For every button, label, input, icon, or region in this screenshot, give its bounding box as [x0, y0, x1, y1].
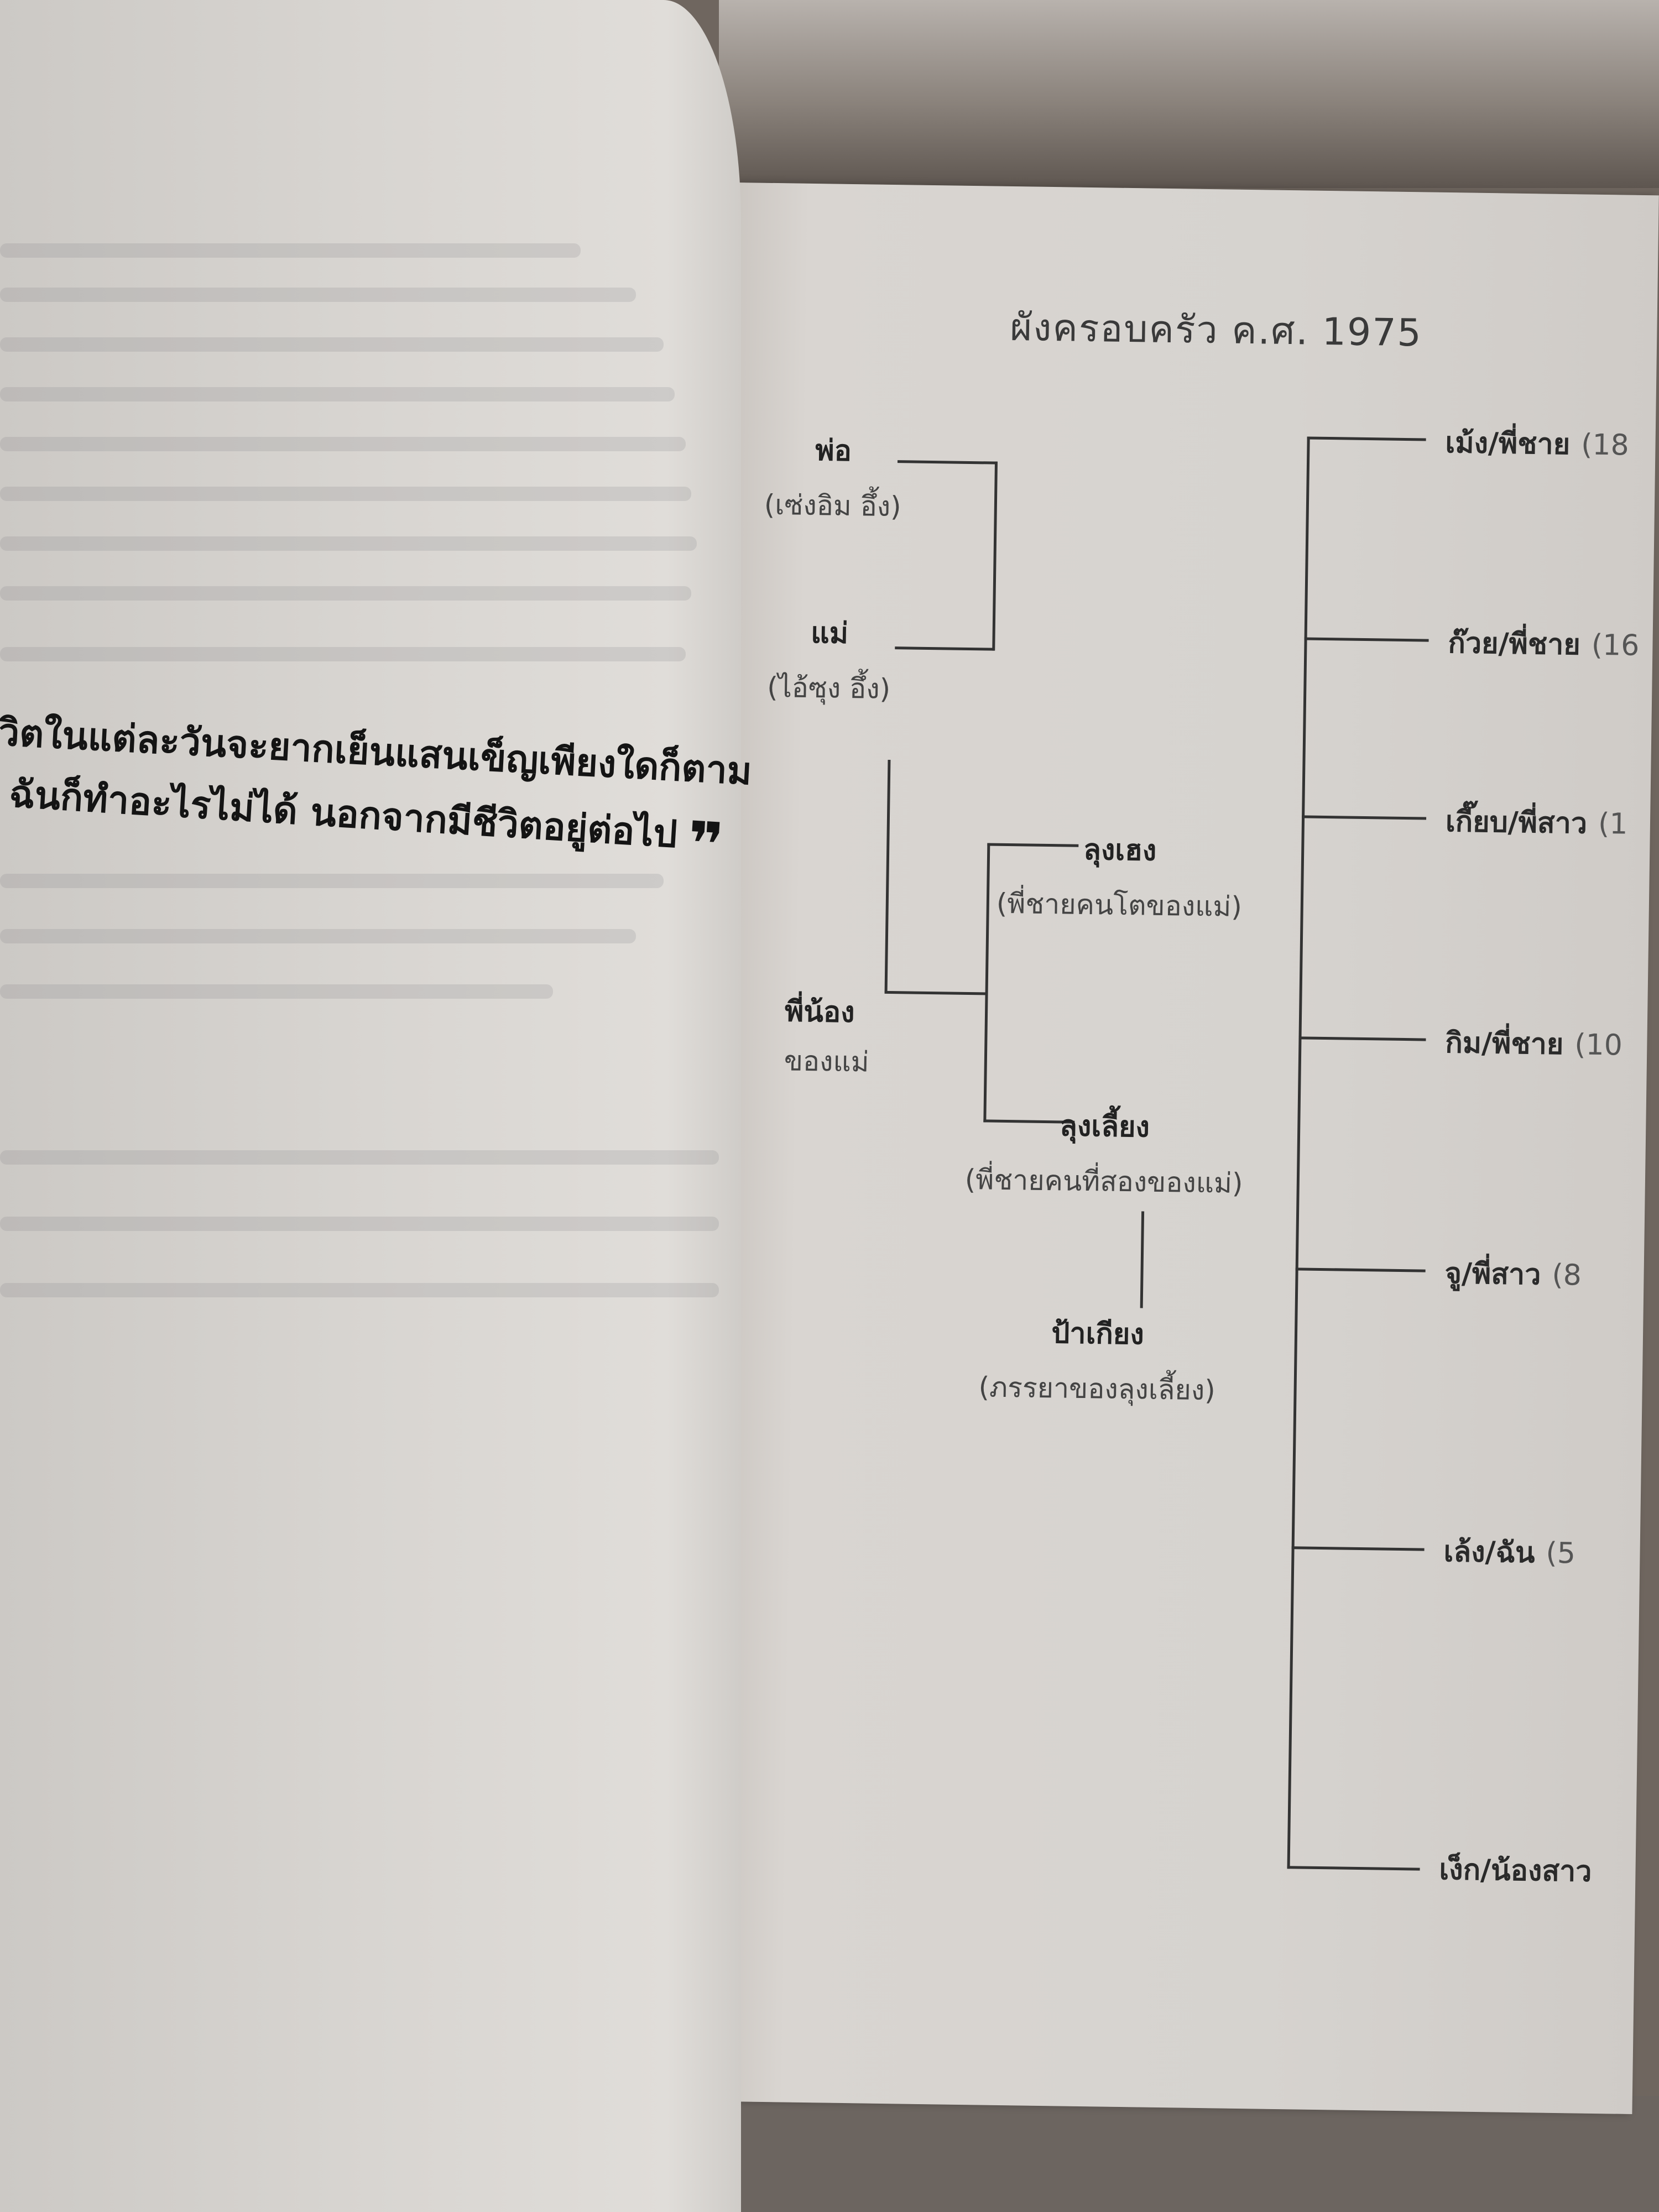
connector-child-7 [1287, 1866, 1420, 1871]
child-item: กิม/พี่ชาย (10 [1445, 1019, 1623, 1067]
father-name: (เซ่งอิม อึ้ง) [764, 488, 902, 523]
child-age: (1 [1598, 807, 1628, 841]
connector-mother [895, 646, 995, 651]
child-age: (8 [1552, 1258, 1582, 1292]
node-uncle-heng: ลุงเฮง (พี่ชายคนโตของแม่) [996, 825, 1243, 929]
child-name: เกี๊ยบ/พี่สาว [1445, 805, 1588, 841]
connector-child-3 [1302, 815, 1427, 820]
table-surface-bottom [719, 2096, 1659, 2212]
mother-name: (ไอ้ซุง อึ้ง) [766, 671, 891, 705]
uncle1-desc: (พี่ชายคนโตของแม่) [996, 887, 1243, 923]
child-name: ก๊วย/พี่ชาย [1448, 627, 1581, 662]
node-father: พ่อ (เซ่งอิม อึ้ง) [764, 426, 902, 529]
connector-child-4 [1298, 1036, 1426, 1041]
bleed-through-text [0, 337, 664, 352]
bleed-through-text [0, 1283, 719, 1297]
connector-siblings-horizontal [884, 990, 987, 995]
connector-father [897, 460, 997, 465]
child-name: จู/พี่สาว [1444, 1257, 1541, 1292]
bleed-through-text [0, 243, 581, 258]
node-aunt-kiang: ป้าเกียง (ภรรยาของลุงเลี้ยง) [978, 1308, 1217, 1412]
bleed-through-text [0, 647, 686, 661]
node-mothers-siblings: พี่น้อง ของแม่ [784, 988, 870, 1084]
child-item: เล้ง/ฉัน (5 [1443, 1528, 1576, 1575]
bleed-through-text [0, 536, 697, 551]
siblings-label-line1: พี่น้อง [784, 995, 855, 1030]
bleed-through-text [0, 586, 691, 601]
child-item: เกี๊ยบ/พี่สาว (1 [1445, 798, 1628, 847]
bleed-through-text [0, 1150, 719, 1165]
child-name: เม้ง/พี่ชาย [1445, 426, 1571, 462]
pull-quote: วิตในแต่ละวันจะยากเย็นแสนเข็ญเพียงใดก็ตา… [0, 702, 753, 881]
connector-marriage [1140, 1211, 1145, 1308]
mother-label: แม่ [810, 616, 849, 650]
uncle2-name: ลุงเลี้ยง [1059, 1109, 1150, 1144]
close-quote-icon: ❞ [685, 808, 726, 881]
child-age: (10 [1574, 1028, 1623, 1062]
right-page: ผังครอบครัว ค.ศ. 1975 พ่อ (เซ่งอิม อึ้ง)… [708, 182, 1659, 2114]
father-label: พ่อ [815, 434, 852, 468]
connector-uncles-vertical [983, 843, 990, 1123]
bleed-through-text [0, 984, 553, 999]
child-age: (5 [1546, 1536, 1576, 1571]
connector-child-5 [1295, 1267, 1426, 1272]
child-age: (18 [1580, 428, 1630, 462]
node-mother: แม่ (ไอ้ซุง อึ้ง) [767, 609, 891, 711]
connector-children-vertical [1287, 436, 1310, 1869]
child-name: เง็ก/น้องสาว [1439, 1853, 1592, 1888]
bleed-through-text [0, 874, 664, 888]
child-item: เง็ก/น้องสาว [1439, 1846, 1603, 1894]
aunt-name: ป้าเกียง [1051, 1317, 1145, 1352]
child-name: กิม/พี่ชาย [1444, 1026, 1564, 1062]
connector-parents-vertical [992, 461, 998, 651]
connector-child-6 [1291, 1546, 1425, 1551]
connector-child-1 [1307, 436, 1426, 441]
bleed-through-text [0, 437, 686, 451]
child-item: เม้ง/พี่ชาย (18 [1445, 419, 1629, 468]
table-surface-top [719, 0, 1659, 188]
child-item: จู/พี่สาว (8 [1444, 1250, 1582, 1297]
child-item: ก๊วย/พี่ชาย (16 [1448, 619, 1640, 668]
node-uncle-liang: ลุงเลี้ยง (พี่ชายคนที่สองของแม่) [964, 1101, 1244, 1206]
diagram-title: ผังครอบครัว ค.ศ. 1975 [1009, 305, 1423, 356]
bleed-through-text [0, 288, 636, 302]
bleed-through-text [0, 929, 636, 943]
connector-siblings-vertical [884, 759, 891, 992]
bleed-through-text [0, 387, 675, 401]
bleed-through-text [0, 1217, 719, 1231]
left-page: วิตในแต่ละวันจะยากเย็นแสนเข็ญเพียงใดก็ตา… [0, 0, 753, 2212]
family-tree-diagram: ผังครอบครัว ค.ศ. 1975 พ่อ (เซ่งอิม อึ้ง)… [709, 182, 1659, 2114]
child-age: (16 [1591, 628, 1640, 662]
siblings-label-line2: ของแม่ [784, 1045, 870, 1078]
aunt-desc: (ภรรยาของลุงเลี้ยง) [978, 1371, 1216, 1407]
connector-child-2 [1304, 637, 1429, 642]
bleed-through-text [0, 487, 691, 501]
uncle2-desc: (พี่ชายคนที่สองของแม่) [964, 1163, 1243, 1199]
child-name: เล้ง/ฉัน [1443, 1535, 1535, 1570]
uncle1-name: ลุงเฮง [1083, 833, 1157, 868]
